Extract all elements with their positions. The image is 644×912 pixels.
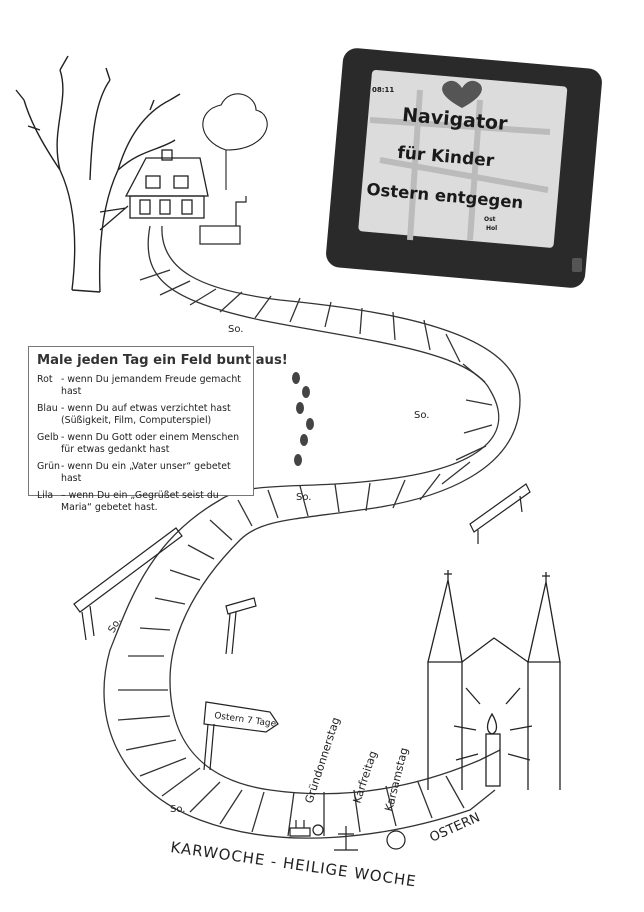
legend-row: Blau - wenn Du auf etwas verzichtet hast… <box>37 403 247 426</box>
navigator-device: Navigator für Kinder Ostern entgegen 08:… <box>326 48 602 288</box>
holy-week-symbols <box>289 820 406 851</box>
legend-box: Male jeden Tag ein Feld bunt aus! Rot - … <box>28 346 288 513</box>
legend-color: Rot <box>37 374 53 385</box>
navigator-mini-label: Ost <box>484 216 496 223</box>
legend-row: Gelb - wenn Du Gott oder einem Menschen … <box>37 432 247 455</box>
legend-text: - wenn Du Gott oder einem Menschen für e… <box>61 432 240 455</box>
legend-row: Lila – wenn Du ein „Gegrüßet seist du Ma… <box>37 490 247 513</box>
tree-left <box>15 55 181 293</box>
legend-row: Rot - wenn Du jemandem Freude gemacht ha… <box>37 374 247 397</box>
legend-color: Blau <box>37 403 58 414</box>
easter-label: OSTERN <box>428 810 483 845</box>
navigator-mini-label-2: Hol <box>486 225 497 232</box>
footprints <box>292 372 314 466</box>
path-outline <box>103 225 521 839</box>
legend-color: Grün <box>37 461 61 472</box>
legend-color: Gelb <box>37 432 59 443</box>
legend-text: - wenn Du auf etwas verzichtet hast (Süß… <box>61 403 231 426</box>
legend-title: Male jeden Tag ein Feld bunt aus! <box>37 353 288 368</box>
sunday-label: So. <box>228 324 243 335</box>
sunday-label: So. <box>107 616 124 635</box>
signpost <box>203 701 279 771</box>
sunday-label: So. <box>296 492 311 503</box>
legend-text: - wenn Du ein „Vater unser“ gebetet hast <box>61 461 231 484</box>
house <box>99 149 209 231</box>
legend-row: Grün - wenn Du ein „Vater unser“ gebetet… <box>37 461 247 484</box>
tree-small <box>202 93 268 190</box>
day-label-karfreitag: Karfreitag <box>350 749 379 805</box>
church <box>427 570 561 790</box>
navigator-clock: 08:11 <box>372 86 394 94</box>
bottom-caption: KARWOCHE - HEILIGE WOCHE <box>169 838 417 890</box>
sunday-label: So. <box>414 410 429 421</box>
legend-color: Lila <box>37 490 54 501</box>
sunday-label: So. <box>170 804 185 815</box>
bench <box>469 483 531 544</box>
day-label-karsamstag: Karsamstag <box>382 746 410 812</box>
day-label-gruendonnerstag: Gründonnerstag <box>302 716 342 805</box>
heart-icon <box>442 80 482 108</box>
legend-text: – wenn Du ein „Gegrüßet seist du Maria“ … <box>61 490 219 513</box>
fence-post <box>73 527 257 655</box>
legend-text: - wenn Du jemandem Freude gemacht hast <box>61 374 241 397</box>
well-pump <box>199 196 247 245</box>
